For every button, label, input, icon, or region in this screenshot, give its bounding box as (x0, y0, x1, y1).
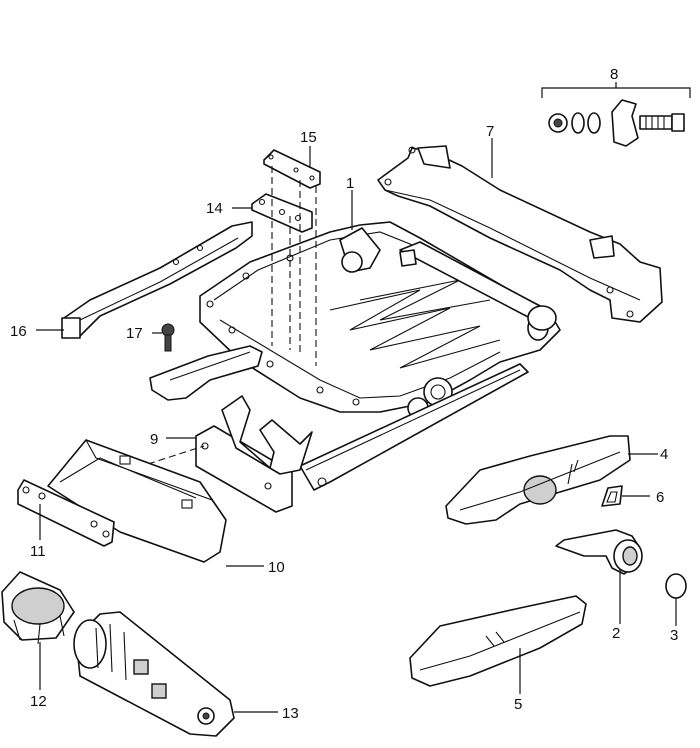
callout-12: 12 (30, 693, 47, 710)
callout-11: 11 (30, 543, 46, 560)
callout-5: 5 (514, 696, 522, 713)
callout-1: 1 (346, 175, 354, 192)
part-17-bolt (161, 323, 175, 352)
part-6-trim (601, 485, 623, 507)
callout-9: 9 (150, 431, 158, 448)
callout-15: 15 (300, 129, 317, 146)
part-8-hardware-set (541, 82, 691, 147)
part-13-cover (73, 611, 235, 737)
callout-4: 4 (660, 446, 668, 463)
part-2-lever (555, 529, 643, 575)
callout-8: 8 (610, 66, 618, 83)
mounting-bolt-lines (271, 166, 317, 366)
part-12-ring (1, 571, 75, 645)
callout-2: 2 (612, 625, 620, 642)
callout-6: 6 (656, 489, 664, 506)
part-11-trim-strip (17, 479, 115, 547)
callout-13: 13 (282, 705, 299, 722)
slide-track (149, 345, 263, 401)
callout-labels: 1 2 3 4 5 6 7 8 9 10 11 12 13 14 15 16 1… (10, 66, 678, 722)
part-3-cap (665, 573, 687, 599)
callout-10: 10 (268, 559, 285, 576)
callout-14: 14 (206, 200, 223, 217)
part-14-plate (251, 193, 313, 233)
part-10-tray (47, 439, 227, 563)
part-9-bracket (195, 395, 313, 513)
callout-3: 3 (670, 627, 678, 644)
callout-16: 16 (10, 323, 27, 340)
lower-rail-right (299, 363, 529, 491)
leader-lines (36, 138, 677, 713)
part-1-seat-frame (199, 221, 561, 419)
part-16-rail (61, 221, 253, 339)
part-5-side-cover (409, 595, 587, 687)
callout-17: 17 (126, 325, 143, 342)
callout-7: 7 (486, 123, 494, 140)
part-15-plate (263, 149, 321, 189)
part-7-rail (377, 145, 663, 323)
part-4-side-cover (445, 435, 631, 525)
